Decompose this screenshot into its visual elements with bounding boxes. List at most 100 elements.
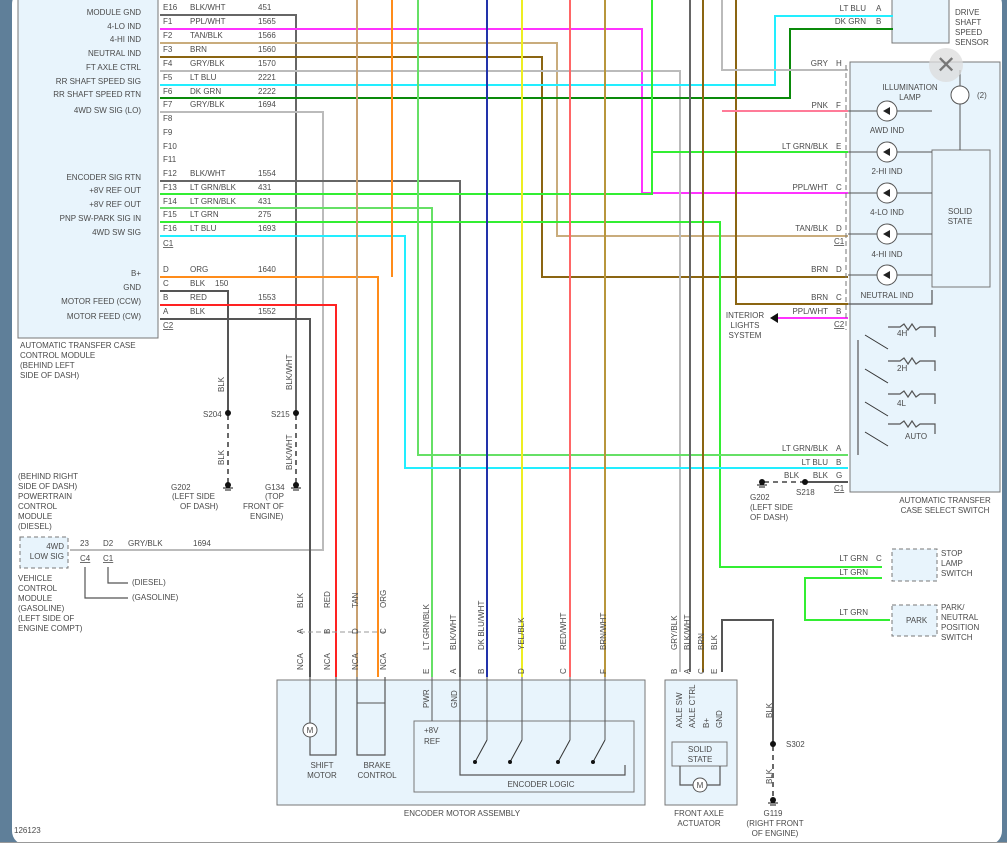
- pin-wire-color: LT BLU: [190, 224, 217, 233]
- indicator-label: 2-HI IND: [871, 167, 902, 176]
- wire-label: BLK: [217, 449, 226, 465]
- pin-letter: E: [710, 669, 719, 674]
- module-pin-label: RR SHAFT SPEED RTN: [53, 90, 141, 99]
- stop-lamp-switch: [891, 548, 938, 582]
- pin-letter: B: [670, 669, 679, 674]
- axle-function: GND: [715, 710, 724, 728]
- wire-label: LT GRN/BLK: [782, 142, 829, 151]
- switch-position-1: 2H: [897, 364, 907, 373]
- pin-letter: B: [477, 669, 486, 674]
- ground-location: (LEFT SIDE: [750, 503, 793, 512]
- wire-label: TAN: [351, 592, 360, 608]
- led-symbol: [883, 189, 890, 197]
- pin-letter: G: [836, 471, 842, 480]
- nca-label: NCA: [323, 652, 332, 670]
- stop-lamp-label: SWITCH: [941, 569, 973, 578]
- shift-motor-icon: [302, 722, 318, 738]
- pcm-label: (BEHIND RIGHT: [18, 472, 78, 481]
- position-switch-icon: [864, 431, 889, 447]
- wire-e16-blk-wht: [160, 14, 297, 413]
- axle-function: AXLE SW: [675, 692, 684, 728]
- indicator-label: 4-LO IND: [870, 208, 904, 217]
- front-axle-title: ACTUATOR: [677, 819, 720, 828]
- pin-wire-color: PPL/WHT: [190, 17, 226, 26]
- position-switch-icon: [864, 334, 889, 350]
- pin-wire-color: RED: [190, 293, 207, 302]
- stop-lamp-label: STOP: [941, 549, 963, 558]
- pwr-label: PWR: [422, 689, 431, 708]
- ground-icon: [768, 797, 778, 806]
- lamp-count: (2): [977, 91, 987, 100]
- position-resistor-icon: [888, 356, 936, 371]
- pin-letter: C: [836, 183, 842, 192]
- switch-contact: [556, 760, 560, 764]
- encoder-logic-box: [413, 720, 635, 793]
- pcm-label: CONTROL: [18, 502, 58, 511]
- park-box-label: PARK: [906, 616, 928, 625]
- pin-cavity: B: [163, 293, 168, 302]
- ref-label: REF: [424, 737, 440, 746]
- encoder-switch-icon: [474, 739, 488, 763]
- pin-wire-color: DK GRN: [190, 87, 221, 96]
- wire-f13-lt-grn-blk: [160, 0, 653, 195]
- module-pin-label: RR SHAFT SPEED SIG: [56, 77, 141, 86]
- nca-label: NCA: [296, 652, 305, 670]
- switch-position-3: AUTO: [905, 432, 927, 441]
- pin-circuit-number: 2222: [258, 87, 276, 96]
- interior-lights-label: INTERIOR: [726, 311, 764, 320]
- pin-cavity: F5: [163, 73, 173, 82]
- pin-letter: F: [599, 669, 608, 674]
- pin-wire-color: BLK/WHT: [190, 3, 226, 12]
- ref-label: +8V: [424, 726, 439, 735]
- pin-cavity: F12: [163, 169, 177, 178]
- wire-label: LT GRN: [839, 554, 868, 563]
- nca-label: NCA: [379, 652, 388, 670]
- wire-label: BLK: [813, 471, 829, 480]
- wire-label: BLK/WHT: [683, 614, 692, 650]
- wire-label: BLK: [710, 634, 719, 650]
- wire-label: GRY/BLK: [128, 539, 163, 548]
- ground-location: ENGINE): [250, 512, 284, 521]
- pin-cavity: F10: [163, 142, 177, 151]
- interior-lights-label: SYSTEM: [729, 331, 762, 340]
- vcm-label: VEHICLE: [18, 574, 52, 583]
- wire-f5-lt-blu: [160, 15, 893, 86]
- ground-icon: [757, 479, 767, 488]
- brake-control-circuit: [356, 677, 386, 756]
- pin-circuit-number: 1554: [258, 169, 276, 178]
- diesel-note: (DIESEL): [132, 578, 166, 587]
- wire-label: RED/WHT: [559, 613, 568, 650]
- pin-wire-color: BLK: [190, 279, 206, 288]
- wire-label: PPL/WHT: [792, 307, 828, 316]
- indicator-label: NEUTRAL IND: [860, 291, 913, 300]
- front-axle-solid-state: [671, 741, 728, 767]
- connector-c2: C2: [834, 320, 845, 329]
- pin-letter: E: [422, 669, 431, 674]
- pin-wire-color: ORG: [190, 265, 208, 274]
- axle-function: B+: [702, 718, 711, 728]
- module-name: AUTOMATIC TRANSFER CASE: [20, 341, 136, 350]
- wire-label: YEL/BLK: [517, 617, 526, 650]
- pcm-label: POWERTRAIN: [18, 492, 72, 501]
- led-symbol: [883, 271, 890, 279]
- position-switch-icon: [864, 368, 889, 384]
- pin-letter: C: [559, 668, 568, 674]
- select-switch-title: CASE SELECT SWITCH: [901, 506, 990, 515]
- pin-circuit-number: 1693: [258, 224, 276, 233]
- vcm-label: CONTROL: [18, 584, 58, 593]
- pin-circuit-number: 1640: [258, 265, 276, 274]
- pin-letter: D: [351, 628, 360, 634]
- ground-icon: [223, 482, 233, 491]
- pin-circuit-number: 451: [258, 3, 272, 12]
- pin-circuit-number: 1566: [258, 31, 276, 40]
- c2-lead: [848, 290, 933, 305]
- switch-position-2: 4L: [897, 399, 906, 408]
- position-resistor-icon: [888, 389, 936, 404]
- indicator-label: 4-HI IND: [871, 250, 902, 259]
- wire-label: LT GRN/BLK: [422, 603, 431, 650]
- close-overlay-button[interactable]: ✕: [929, 48, 963, 82]
- pin-wire-color: TAN/BLK: [190, 31, 223, 40]
- wire-label: DK BLU/WHT: [477, 601, 486, 650]
- pin-circuit-number: 431: [258, 183, 272, 192]
- module-pin-label: MODULE GND: [87, 8, 141, 17]
